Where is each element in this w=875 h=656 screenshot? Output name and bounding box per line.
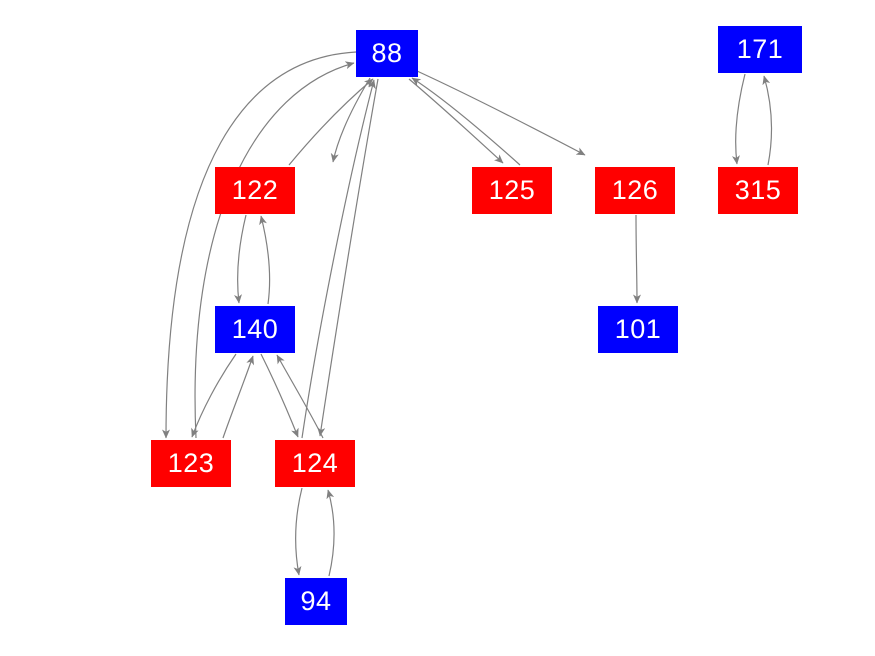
graph-node-125[interactable]: 125 <box>472 167 552 214</box>
edge-126-101 <box>632 214 641 304</box>
node-label-126: 126 <box>611 175 659 205</box>
graph-node-126[interactable]: 126 <box>595 167 675 214</box>
node-label-140: 140 <box>231 314 279 344</box>
node-label-125: 125 <box>488 175 536 205</box>
edge-88-123-down <box>162 51 357 439</box>
edge-124-88-up <box>301 79 376 439</box>
node-label-101: 101 <box>614 314 662 344</box>
node-label-123: 123 <box>167 448 215 478</box>
edge-125-88 <box>411 77 521 166</box>
node-label-122: 122 <box>231 175 279 205</box>
edge-124-94 <box>293 487 303 576</box>
graph-node-101[interactable]: 101 <box>598 306 678 353</box>
node-label-171: 171 <box>736 34 784 64</box>
graph-node-171[interactable]: 171 <box>718 26 802 73</box>
graph-node-124[interactable]: 124 <box>275 440 355 487</box>
graph-node-88[interactable]: 88 <box>356 30 418 77</box>
edge-88-124-down <box>317 78 379 437</box>
edge-315-171 <box>762 75 773 166</box>
edge-124-140-up <box>276 354 324 439</box>
edge-88-126 <box>416 70 586 156</box>
node-label-315: 315 <box>734 175 782 205</box>
graph-node-94[interactable]: 94 <box>285 578 347 625</box>
edge-140-123-down <box>191 353 237 438</box>
graph-node-123[interactable]: 123 <box>151 440 231 487</box>
node-label-124: 124 <box>291 448 339 478</box>
edge-140-122-up <box>259 215 271 305</box>
edge-88-125 <box>408 78 504 164</box>
edge-122-140-down <box>234 214 247 304</box>
graph-node-140[interactable]: 140 <box>215 306 295 353</box>
edge-140-124-down <box>260 353 299 438</box>
edge-123-140-up <box>222 355 254 439</box>
node-label-94: 94 <box>300 586 332 616</box>
graph-node-315[interactable]: 315 <box>718 167 798 214</box>
node-label-88: 88 <box>371 38 403 68</box>
graph-node-122[interactable]: 122 <box>215 167 295 214</box>
edge-122-88 <box>288 78 374 166</box>
edges-group <box>162 51 773 577</box>
edge-94-124 <box>326 489 335 577</box>
edge-171-315 <box>731 73 746 165</box>
